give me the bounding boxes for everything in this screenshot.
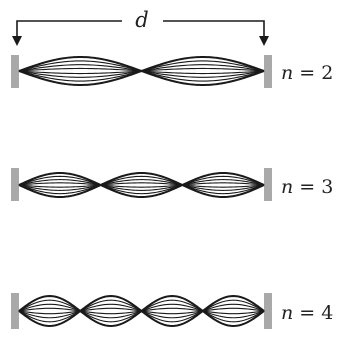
wave-snapshot-line (18, 175, 265, 186)
standing-wave-n2 (18, 55, 265, 87)
dimension-bracket-left (16, 20, 122, 37)
wave-snapshot-line (18, 179, 265, 186)
wave-snapshot-line (18, 184, 265, 195)
wave-envelope-line (18, 309, 265, 328)
mode-label-n4: n = 4 (281, 302, 333, 324)
standing-wave-n3 (18, 171, 265, 199)
wave-snapshot-line (18, 299, 265, 312)
mode-label-n2: n = 2 (281, 62, 333, 84)
wall-right (264, 168, 272, 201)
length-dimension: d (12, 8, 269, 46)
wave-snapshot-line (18, 184, 265, 188)
wall-left (11, 168, 19, 201)
dimension-bracket-right (163, 20, 265, 37)
wave-envelope-line (18, 183, 265, 199)
standing-wave-n4 (18, 294, 265, 328)
mode-label-n3: n = 3 (281, 176, 333, 198)
mode-n4: n = 4 (11, 293, 333, 329)
dimension-arrow-right (259, 36, 269, 46)
dimension-arrow-left (12, 36, 22, 46)
mode-n3: n = 3 (11, 168, 333, 201)
wall-right (264, 293, 272, 329)
wave-snapshot-line (18, 182, 265, 186)
wave-envelope-line (18, 171, 265, 187)
mode-n2: n = 2 (11, 55, 333, 88)
wall-left (11, 55, 19, 88)
wave-envelope-line (18, 69, 265, 87)
wall-right (264, 55, 272, 88)
wall-left (11, 293, 19, 329)
wave-snapshot-line (18, 184, 265, 191)
dimension-label: d (135, 8, 148, 32)
wave-snapshot-line (18, 310, 265, 323)
